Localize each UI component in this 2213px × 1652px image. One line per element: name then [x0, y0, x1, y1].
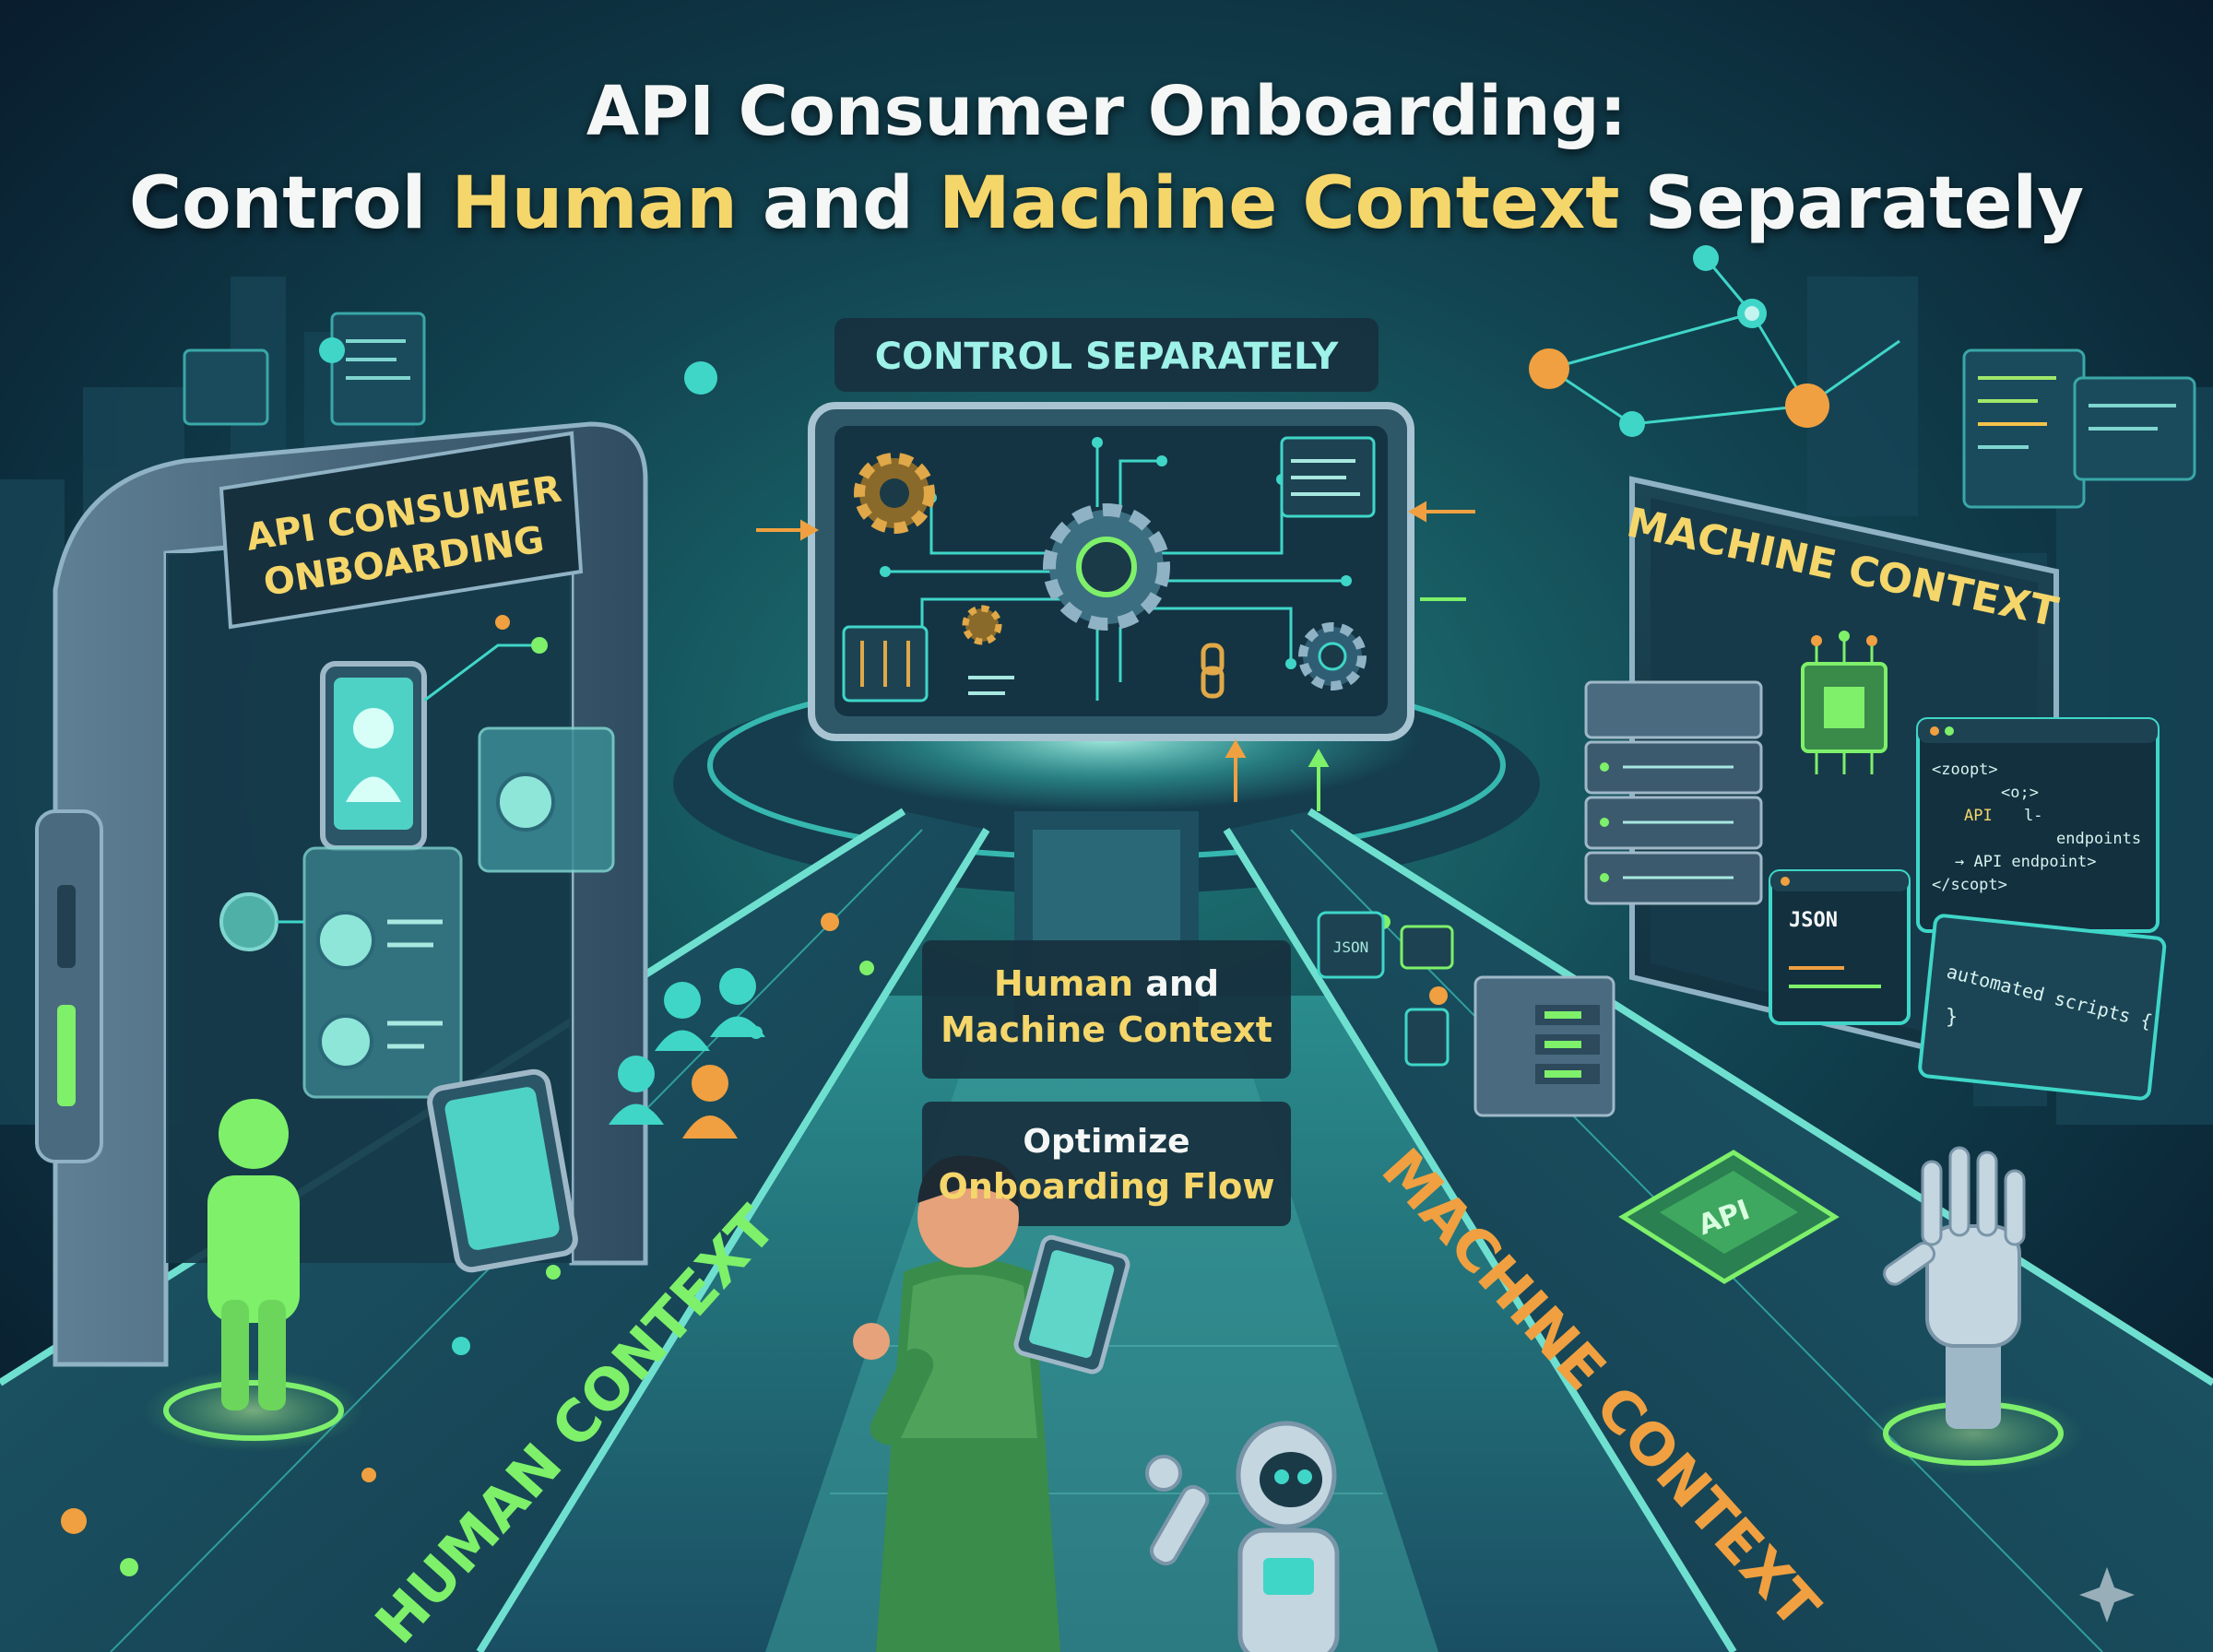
control-separately-banner [834, 318, 1379, 392]
optimize-line2: Onboarding Flow [939, 1166, 1275, 1207]
api-chip-icon [1618, 1150, 1840, 1284]
background-screens [183, 312, 2196, 509]
page-title-line2: Control Human and Machine Context Separa… [0, 162, 2213, 245]
code-line: endpoints [2056, 830, 2141, 848]
code-line: → API endpoint> [1955, 853, 2097, 871]
gear-icon-gold [854, 453, 935, 534]
optimize-line1: Optimize [1023, 1123, 1189, 1161]
title-human: Human [451, 162, 738, 245]
code-line: <o;> [2001, 784, 2039, 802]
json-file-icon [1317, 911, 1454, 1067]
link-icon [1201, 643, 1225, 699]
server-rack-icon [1473, 680, 1763, 1117]
mid-info-and: and [1133, 963, 1219, 1004]
code-line: </scopt> [1932, 876, 2007, 894]
profile-cards [219, 615, 615, 1273]
mid-info-human: Human [994, 963, 1133, 1004]
code-window [1916, 717, 2160, 933]
user-group-icon [609, 968, 765, 1139]
gear-icon-small [962, 605, 1002, 645]
flow-arrows [756, 501, 1475, 802]
code-line: <zoopt> [1932, 761, 1998, 779]
robot-icon [1145, 1421, 1340, 1652]
code-lines: <zoopt> <o;> API l- endpoints → API endp… [1932, 761, 2141, 894]
code-line: API [1964, 807, 1993, 825]
mid-info-line2: Machine Context [941, 1009, 1272, 1050]
sparkle-icon [2079, 1567, 2135, 1622]
title-and: and [737, 162, 940, 245]
title-machine-context: Machine Context [939, 162, 1620, 245]
page-title-line1: API Consumer Onboarding: [586, 72, 1627, 151]
control-separately-text: CONTROL SEPARATELY [875, 336, 1340, 378]
human-figure-icon [143, 1099, 364, 1452]
json-window-label: JSON [1789, 909, 1838, 932]
title-separately: Separately [1619, 162, 2085, 245]
automated-scripts-brace: } [1946, 1006, 1958, 1029]
json-file-label: JSON [1333, 938, 1369, 956]
mid-info-line1: Human and [994, 963, 1219, 1004]
robot-hand-icon [1863, 1146, 2084, 1475]
gear-icon-blue [1298, 622, 1367, 690]
title-control: Control [128, 162, 452, 245]
gear-icon-large [1043, 503, 1170, 631]
code-line: l- [2024, 807, 2042, 825]
automated-scripts-card [1918, 914, 2167, 1101]
developer-person-icon [853, 1155, 1130, 1652]
network-nodes [319, 245, 1829, 437]
control-panel [808, 402, 1414, 741]
json-window [1769, 869, 1911, 1025]
